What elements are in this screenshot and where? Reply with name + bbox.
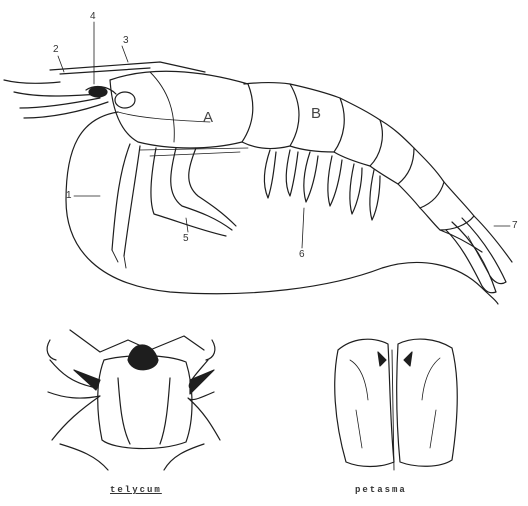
- label-a: A: [203, 110, 213, 125]
- thelycum-figure: [47, 330, 220, 470]
- label-3: 3: [123, 36, 129, 46]
- label-2: 2: [53, 45, 59, 55]
- uropod-2: [462, 218, 506, 284]
- caption-left: telycum: [110, 485, 162, 495]
- label-6: 6: [299, 250, 305, 260]
- label-7: 7: [512, 221, 518, 231]
- pleopod: [264, 150, 276, 198]
- carapace: [110, 71, 253, 148]
- caption-right: petasma: [355, 485, 407, 495]
- abdomen-segment-3: [334, 98, 382, 166]
- rostrum: [50, 62, 205, 72]
- shrimp-body: [4, 62, 512, 304]
- petasma-figure: [335, 339, 458, 470]
- abdomen-segment-4: [370, 120, 414, 184]
- eye: [115, 92, 135, 108]
- label-1: 1: [66, 191, 72, 201]
- label-b: B: [311, 106, 321, 121]
- label-4: 4: [90, 12, 96, 22]
- label-5: 5: [183, 234, 189, 244]
